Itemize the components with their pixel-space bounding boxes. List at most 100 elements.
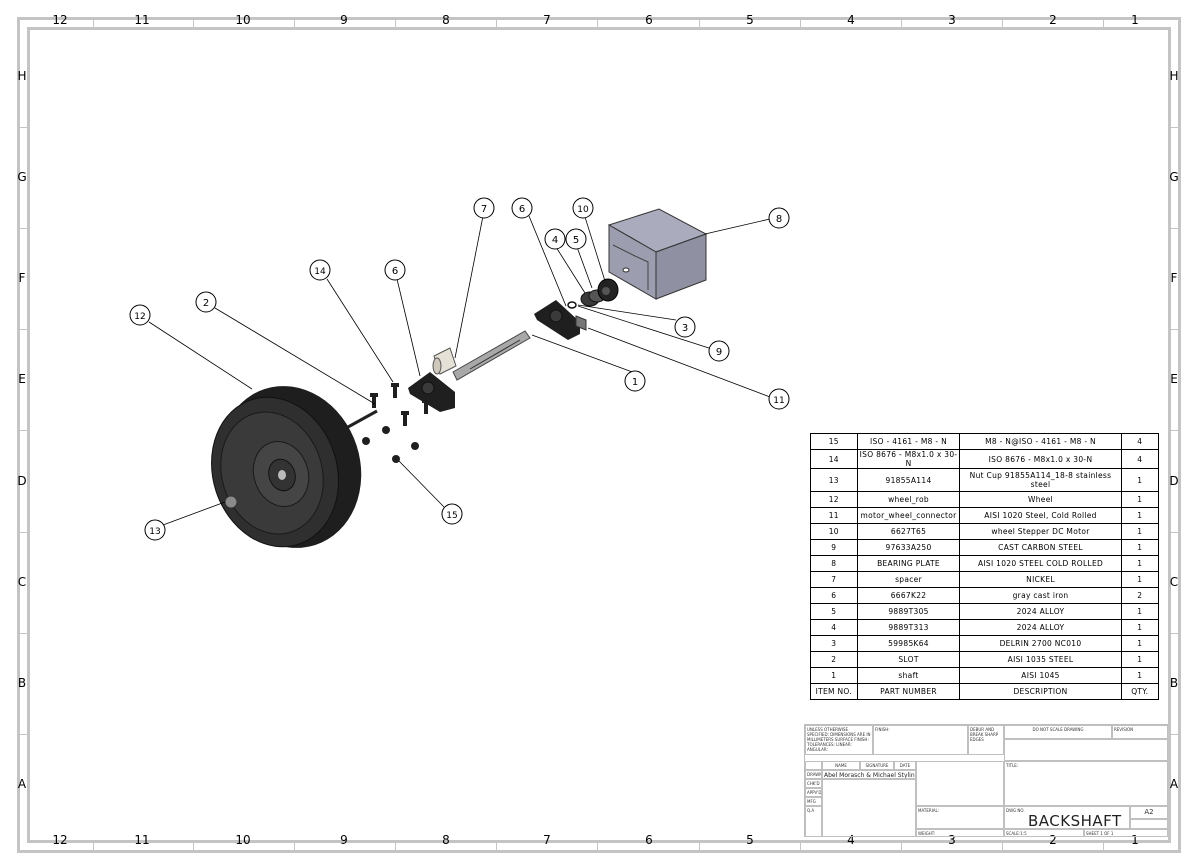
- callout-5[interactable]: 5: [565, 228, 587, 250]
- zone-col-top: 11: [134, 13, 150, 27]
- zone-tick: [1002, 843, 1003, 851]
- bom-qty: 1: [1120, 635, 1160, 652]
- zone-col-top: 1: [1131, 13, 1139, 27]
- bom-description: 2024 ALLOY: [959, 603, 1122, 620]
- zone-col-top: 9: [340, 13, 348, 27]
- callout-10[interactable]: 10: [572, 197, 594, 219]
- callout-9[interactable]: 9: [708, 340, 730, 362]
- zone-col-top: 6: [645, 13, 653, 27]
- bom-row: 12 wheel_rob Wheel 1: [810, 491, 1160, 508]
- bom-part-number: 6627T65: [856, 523, 961, 540]
- col-date: DATE: [894, 761, 916, 770]
- callout-8[interactable]: 8: [768, 207, 790, 229]
- pillow-block-left-part[interactable]: [408, 372, 455, 412]
- zone-col-top: 8: [442, 13, 450, 27]
- tolerance-note: UNLESS OTHERWISE SPECIFIED: DIMENSIONS A…: [805, 725, 873, 755]
- zone-col-top: 10: [235, 13, 251, 27]
- zone-tick: [1171, 329, 1179, 330]
- bom-item-no: 14: [810, 449, 858, 469]
- zone-tick: [800, 843, 801, 851]
- svg-text:10: 10: [577, 205, 589, 215]
- callout-1[interactable]: 1: [624, 370, 646, 392]
- callout-11[interactable]: 11: [768, 388, 790, 410]
- zone-tick: [20, 734, 28, 735]
- bom-qty: 4: [1120, 433, 1160, 450]
- bearing-plate-box[interactable]: [607, 208, 708, 300]
- motor-part[interactable]: [597, 278, 619, 302]
- svg-text:4: 4: [552, 235, 558, 246]
- slot-part[interactable]: [347, 409, 378, 429]
- bom-description: AISI 1020 STEEL COLD ROLLED: [959, 555, 1122, 572]
- drawn-by[interactable]: Abel Morasch & Michael Stylin: [822, 770, 916, 779]
- dwg-no-label: DWG NO.: [1006, 808, 1025, 813]
- bom-description: 2024 ALLOY: [959, 619, 1122, 636]
- bom-row: 13 91855A114 Nut Cup 91855A114_18-8 stai…: [810, 468, 1160, 492]
- row-mfg: MFG: [805, 797, 822, 806]
- bom-row: 2 SLOT AISI 1035 STEEL 1: [810, 651, 1160, 668]
- zone-tick: [20, 532, 28, 533]
- zone-tick: [496, 843, 497, 851]
- zone-tick: [699, 20, 700, 28]
- bom-item-no: 7: [810, 571, 858, 588]
- callout-13[interactable]: 13: [144, 519, 166, 541]
- zone-row-right: F: [1170, 271, 1178, 285]
- bom-description: AISI 1020 Steel, Cold Rolled: [959, 507, 1122, 524]
- dwg-no-field: DWG NO. BACKSHAFT: [1004, 806, 1130, 829]
- zone-tick: [901, 20, 902, 28]
- pillow-block-right-part[interactable]: [534, 300, 580, 340]
- zone-tick: [597, 843, 598, 851]
- bom-part-number: 9889T305: [856, 603, 961, 620]
- bom-part-number: 9889T313: [856, 619, 961, 636]
- spacer-part[interactable]: [432, 347, 457, 375]
- callout-2[interactable]: 2: [195, 291, 217, 313]
- callout-7[interactable]: 7: [473, 197, 495, 219]
- bom-part-number: SLOT: [856, 651, 961, 668]
- bom-row: 11 motor_wheel_connector AISI 1020 Steel…: [810, 507, 1160, 524]
- zone-col-top: 12: [52, 13, 68, 27]
- zone-row-left: D: [17, 474, 27, 488]
- zone-tick: [20, 127, 28, 128]
- bom-row: 5 9889T305 2024 ALLOY 1: [810, 603, 1160, 620]
- bom-row: 15 ISO - 4161 - M8 - N M8 - N@ISO - 4161…: [810, 433, 1160, 450]
- nut-cup-part[interactable]: [224, 495, 238, 509]
- bom-qty: 1: [1120, 491, 1160, 508]
- bom-part-number: ISO - 4161 - M8 - N: [856, 433, 961, 450]
- svg-text:13: 13: [149, 527, 160, 537]
- nut-parts[interactable]: [362, 426, 419, 463]
- bom-description: M8 - N@ISO - 4161 - M8 - N: [959, 433, 1122, 450]
- zone-row-left: A: [17, 777, 27, 791]
- bom-row: 14 ISO 8676 - M8x1.0 x 30-N ISO 8676 - M…: [810, 449, 1160, 469]
- bom-part-number: 59985K64: [856, 635, 961, 652]
- callout-6-left[interactable]: 6: [384, 259, 406, 281]
- svg-text:5: 5: [573, 235, 579, 246]
- callout-12[interactable]: 12: [129, 304, 151, 326]
- bom-item-no: 13: [810, 468, 858, 492]
- callout-6-right[interactable]: 6: [511, 197, 533, 219]
- callout-4[interactable]: 4: [544, 228, 566, 250]
- bom-description: DELRIN 2700 NC010: [959, 635, 1122, 652]
- bom-header-item: ITEM NO.: [810, 683, 858, 700]
- ring-part[interactable]: [567, 301, 577, 309]
- bom-qty: 1: [1120, 523, 1160, 540]
- zone-col-bottom: 7: [543, 833, 551, 847]
- zone-col-bottom: 1: [1131, 833, 1139, 847]
- bom-part-number: 91855A114: [856, 468, 961, 492]
- zone-tick: [20, 430, 28, 431]
- col-name: NAME: [822, 761, 860, 770]
- bom-item-no: 3: [810, 635, 858, 652]
- material-label: MATERIAL:: [916, 806, 1004, 829]
- callout-15[interactable]: 15: [441, 503, 463, 525]
- zone-tick: [193, 20, 194, 28]
- shaft-part[interactable]: [452, 330, 531, 381]
- callout-14[interactable]: 14: [309, 259, 331, 281]
- bom-qty: 4: [1120, 449, 1160, 469]
- zone-col-bottom: 6: [645, 833, 653, 847]
- bom-part-number: 6667K22: [856, 587, 961, 604]
- svg-text:8: 8: [776, 214, 782, 225]
- wheel-part[interactable]: [193, 367, 382, 566]
- zone-tick: [1171, 532, 1179, 533]
- callout-3[interactable]: 3: [674, 316, 696, 338]
- connector-part[interactable]: [575, 315, 587, 331]
- zone-col-bottom: 12: [52, 833, 68, 847]
- bom-qty: 1: [1120, 468, 1160, 492]
